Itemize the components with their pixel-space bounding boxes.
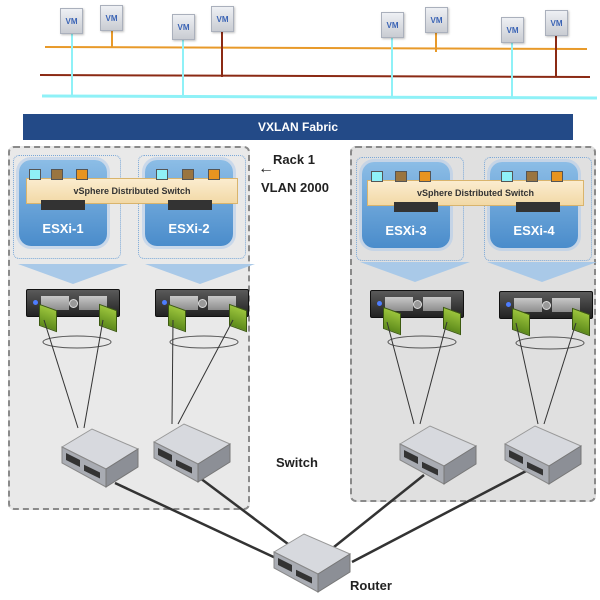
- vm-icon: VM: [172, 14, 195, 40]
- uplink-cable: [515, 322, 539, 425]
- port-group-cyan: [156, 169, 168, 180]
- port-group-brown: [182, 169, 194, 180]
- vm-icon: VM: [425, 7, 448, 33]
- router-icon: [272, 533, 352, 593]
- port-group-cyan: [371, 171, 383, 182]
- vsphere-distributed-switch: vSphere Distributed Switch: [367, 180, 584, 206]
- nic-team-ellipse: [169, 335, 239, 349]
- vds-label: vSphere Distributed Switch: [416, 188, 535, 198]
- switch-router-link: [199, 477, 289, 545]
- host-funnel: [145, 264, 255, 284]
- port-group-orange: [551, 171, 563, 182]
- uplink-cable: [543, 322, 577, 425]
- brown-segment-line: [39, 74, 591, 78]
- rack-label: Rack 1: [273, 152, 315, 167]
- host-outline: [13, 155, 121, 259]
- uplink-port: [516, 202, 560, 212]
- vm-icon: VM: [100, 5, 123, 31]
- cyan-segment-line: [41, 94, 598, 100]
- port-group-cyan: [501, 171, 513, 182]
- drive-bay: [514, 298, 542, 312]
- vm-icon: VM: [60, 8, 83, 34]
- drive-bay: [385, 297, 413, 311]
- vlan-label: VLAN 2000: [261, 180, 329, 195]
- knob-icon: [542, 301, 551, 310]
- host-funnel: [18, 264, 128, 284]
- uplink-cable: [83, 319, 104, 429]
- switch-router-link: [114, 481, 281, 562]
- knob-icon: [69, 299, 78, 308]
- host-label: ESXi-1: [42, 221, 84, 236]
- left-arrow-icon: ←: [258, 160, 274, 177]
- vm-icon: VM: [381, 12, 404, 38]
- port-group-orange: [76, 169, 88, 180]
- uplink-port: [394, 202, 438, 212]
- orange-segment-line: [44, 46, 588, 50]
- knob-icon: [413, 300, 422, 309]
- switch-router-link: [351, 468, 529, 564]
- host-label: ESXi-2: [168, 221, 210, 236]
- host-label: ESXi-4: [513, 223, 555, 238]
- vds-label: vSphere Distributed Switch: [73, 186, 191, 196]
- nic-team-ellipse: [42, 335, 112, 349]
- port-group-orange: [419, 171, 431, 182]
- switch-icon: [503, 425, 583, 485]
- router-label: Router: [350, 578, 392, 593]
- uplink-cable: [386, 321, 415, 425]
- host-funnel: [360, 262, 470, 282]
- switch-router-link: [333, 474, 425, 548]
- switch-icon: [152, 423, 232, 483]
- port-group-cyan: [29, 169, 41, 180]
- switch-label: Switch: [276, 455, 318, 470]
- uplink-cable: [43, 319, 79, 429]
- host-outline: [484, 157, 592, 261]
- vm-icon: VM: [211, 6, 234, 32]
- overlay-network-lines: [39, 30, 598, 100]
- power-led-icon: [162, 300, 167, 305]
- host-label: ESXi-3: [385, 223, 427, 238]
- uplink-port: [41, 200, 85, 210]
- vm-icon: VM: [545, 10, 568, 36]
- knob-icon: [198, 299, 207, 308]
- power-led-icon: [506, 302, 511, 307]
- vm-icon: VM: [501, 17, 524, 43]
- host-outline: [138, 155, 246, 259]
- power-led-icon: [377, 301, 382, 306]
- host-funnel: [487, 262, 597, 282]
- vxlan-fabric-label: VXLAN Fabric: [257, 120, 338, 134]
- power-led-icon: [33, 300, 38, 305]
- port-group-brown: [526, 171, 538, 182]
- nic-team-ellipse: [387, 335, 457, 349]
- port-group-brown: [395, 171, 407, 182]
- uplink-cable: [177, 319, 234, 425]
- vxlan-fabric-bar: VXLAN Fabric: [23, 114, 573, 140]
- switch-icon: [398, 425, 478, 485]
- vsphere-distributed-switch: vSphere Distributed Switch: [26, 178, 238, 204]
- uplink-port: [168, 200, 212, 210]
- nic-team-ellipse: [515, 336, 585, 350]
- host-outline: [356, 157, 464, 261]
- port-group-brown: [51, 169, 63, 180]
- port-group-orange: [208, 169, 220, 180]
- switch-icon: [60, 428, 140, 488]
- uplink-cable: [171, 319, 174, 425]
- uplink-cable: [419, 321, 448, 425]
